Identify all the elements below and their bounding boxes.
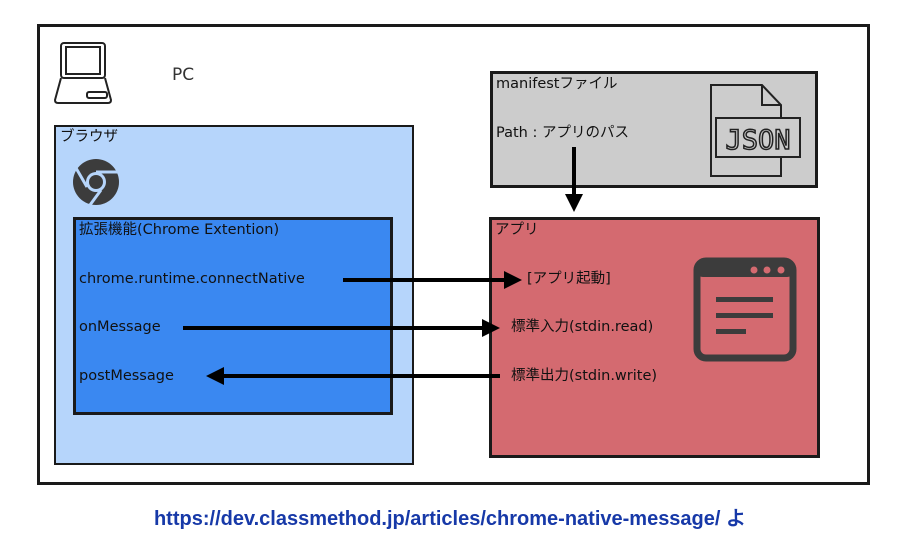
stdin-read-item: 標準入力(stdin.read) [511,319,654,335]
browser-label: ブラウザ [60,129,118,145]
connect-native-item: chrome.runtime.connectNative [79,271,305,287]
on-message-item: onMessage [79,319,161,335]
source-url-caption[interactable]: https://dev.classmethod.jp/articles/chro… [153,508,747,530]
manifest-label: manifestファイル [496,76,618,92]
post-message-item: postMessage [79,368,174,384]
stdout-write-item: 標準出力(stdin.write) [511,368,658,384]
extension-box [73,217,393,415]
app-launch-item: [アプリ起動] [527,271,611,287]
app-label: アプリ [495,222,539,238]
pc-label: PC [172,65,195,85]
extension-label: 拡張機能(Chrome Extention) [79,222,280,238]
app-box [489,217,820,458]
manifest-path: Path : アプリのパス [496,125,629,141]
